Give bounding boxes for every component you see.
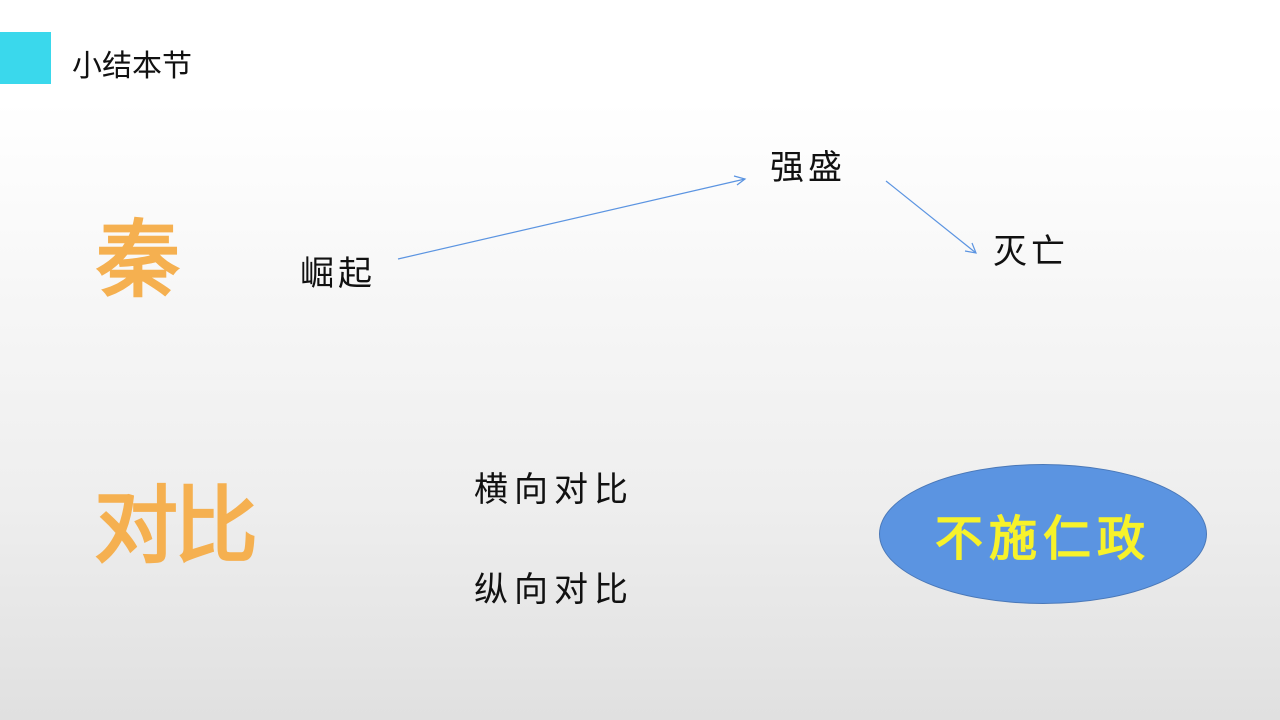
comparison-horizontal: 横向对比 [474,470,634,510]
arrow-rise-to-strong [397,178,746,260]
stage-fall: 灭亡 [993,232,1069,272]
title-accent-square [0,32,51,84]
comparison-vertical: 纵向对比 [474,570,634,610]
conclusion-text: 不施仁政 [934,511,1151,567]
arrowhead-strong [733,175,747,186]
comparison-label: 对比 [94,477,258,575]
stage-rise: 崛起 [300,254,376,294]
topic-label: 秦 [96,211,180,309]
arrowhead-fall [964,242,977,254]
conclusion-ellipse: 不施仁政 [879,464,1207,604]
stage-strong: 强盛 [770,148,846,188]
arrow-strong-to-fall [885,180,977,254]
slide-title: 小结本节 [72,49,192,84]
